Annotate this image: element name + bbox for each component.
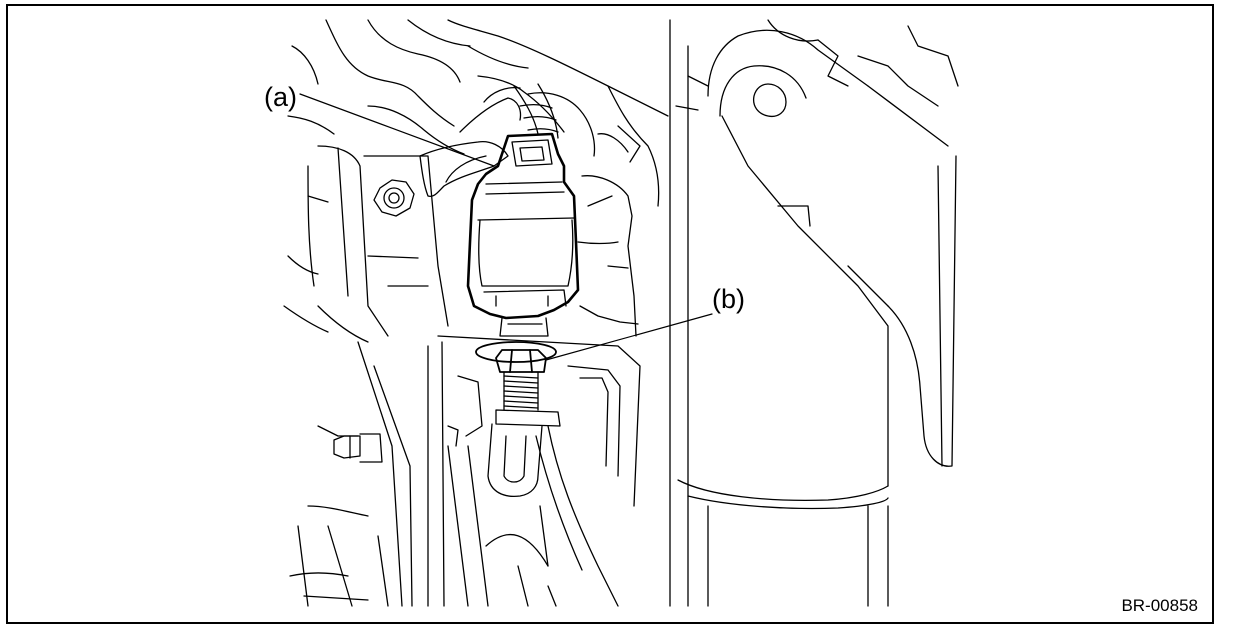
mounting-bolt — [373, 179, 415, 217]
lower-nut — [333, 433, 383, 463]
figure-code: BR-00858 — [1121, 596, 1198, 615]
leader-line-b — [545, 313, 713, 361]
pedal-arm — [487, 409, 619, 607]
callout-a: (a) — [264, 82, 297, 112]
side-bracket — [577, 175, 639, 337]
pedal-bracket — [283, 145, 449, 343]
leader-line-a — [299, 93, 495, 167]
switch-connector — [466, 132, 580, 320]
upper-body-panel — [287, 19, 669, 207]
technician-hand — [419, 86, 522, 198]
figure-frame: (a) (b) BR-00858 — [6, 4, 1214, 624]
switch-connector-detail — [477, 139, 575, 307]
strut-column — [669, 19, 959, 607]
leader-lines — [299, 93, 713, 361]
wire-harness — [513, 83, 559, 139]
brake-light-switch-illustration — [283, 19, 959, 607]
threaded-shaft — [503, 371, 539, 411]
mounting-plate — [427, 335, 641, 607]
lower-left-structure — [289, 341, 413, 607]
lock-nut — [475, 341, 557, 373]
switch-plunger — [499, 317, 549, 337]
callout-b: (b) — [712, 284, 745, 314]
